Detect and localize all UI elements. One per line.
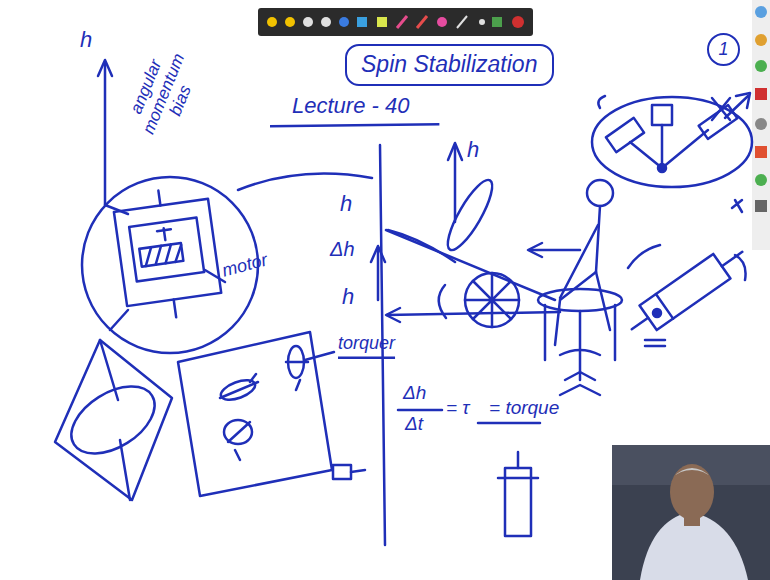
vector-label: h⃗ (342, 285, 371, 309)
vector-label: Δt (405, 414, 423, 435)
annotation: angular momentum bias (121, 41, 207, 147)
vector-label: h⃗ (340, 192, 369, 216)
vector-label: h⃗ (467, 138, 496, 162)
vector-label: motor (220, 250, 270, 281)
underline (338, 357, 395, 360)
vector-label: Δh⃗ (403, 383, 441, 404)
callout-circle: 1 (707, 33, 740, 66)
vector-label: = τ⃗ = torque (446, 398, 559, 419)
lecture-heading: Lecture - 40 (292, 94, 409, 118)
toolbar (258, 8, 533, 36)
vector-label: h⃗ (80, 28, 109, 52)
underline (270, 124, 439, 126)
callout-number: 1 (709, 39, 738, 60)
side-icons (752, 0, 770, 250)
title-box: Spin Stabilization (345, 44, 554, 86)
title-text: Spin Stabilization (361, 51, 538, 78)
vector-label: Δh⃗ (330, 238, 370, 260)
vector-label: torquer (338, 334, 395, 354)
video-inset (612, 445, 770, 580)
